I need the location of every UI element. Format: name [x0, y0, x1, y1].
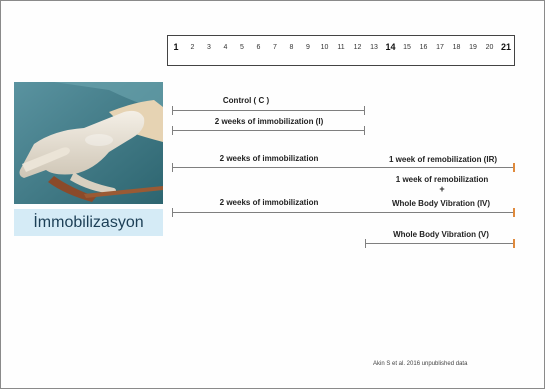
- v-vibration-label: Whole Body Vibration (V): [393, 230, 489, 239]
- photo-caption: İmmobilizasyon: [14, 209, 163, 236]
- iv-plus-sign: +: [439, 184, 444, 194]
- immobilization-group-label: 2 weeks of immobilization (I): [215, 117, 323, 126]
- ir-remobilization-label: 1 week of remobilization (IR): [389, 155, 497, 164]
- iv-remobilization-label: 1 week of remobilization: [396, 175, 488, 184]
- day-8: 8: [290, 44, 294, 51]
- v-timeline: [365, 243, 515, 244]
- day-18: 18: [453, 44, 461, 51]
- control-group-label: Control ( C ): [223, 96, 269, 105]
- control-timeline: [172, 110, 365, 111]
- day-3: 3: [207, 44, 211, 51]
- day-13: 13: [370, 44, 378, 51]
- iv-vibration-label: Whole Body Vibration (IV): [392, 199, 490, 208]
- day-1: 1: [173, 42, 178, 52]
- ir-timeline: [172, 167, 515, 168]
- day-21: 21: [501, 42, 511, 52]
- iv-immobilization-label: 2 weeks of immobilization: [220, 198, 319, 207]
- day-9: 9: [306, 44, 310, 51]
- citation-credit: Akin S et al. 2016 unpublished data: [373, 361, 467, 367]
- day-20: 20: [486, 44, 494, 51]
- iv-timeline: [172, 212, 515, 213]
- day-10: 10: [321, 44, 329, 51]
- day-4: 4: [224, 44, 228, 51]
- day-17: 17: [436, 44, 444, 51]
- ir-immobilization-label: 2 weeks of immobilization: [220, 154, 319, 163]
- immobilization-timeline: [172, 130, 365, 131]
- day-11: 11: [337, 44, 344, 51]
- day-19: 19: [469, 44, 477, 51]
- day-2: 2: [191, 44, 195, 51]
- day-15: 15: [403, 44, 411, 51]
- immobilized-hand-photo: [14, 82, 163, 204]
- hand-cast-image: [14, 82, 163, 204]
- day-12: 12: [354, 44, 362, 51]
- day-6: 6: [257, 44, 261, 51]
- day-5: 5: [240, 44, 244, 51]
- day-7: 7: [273, 44, 277, 51]
- day-14: 14: [385, 42, 395, 52]
- day-16: 16: [420, 44, 428, 51]
